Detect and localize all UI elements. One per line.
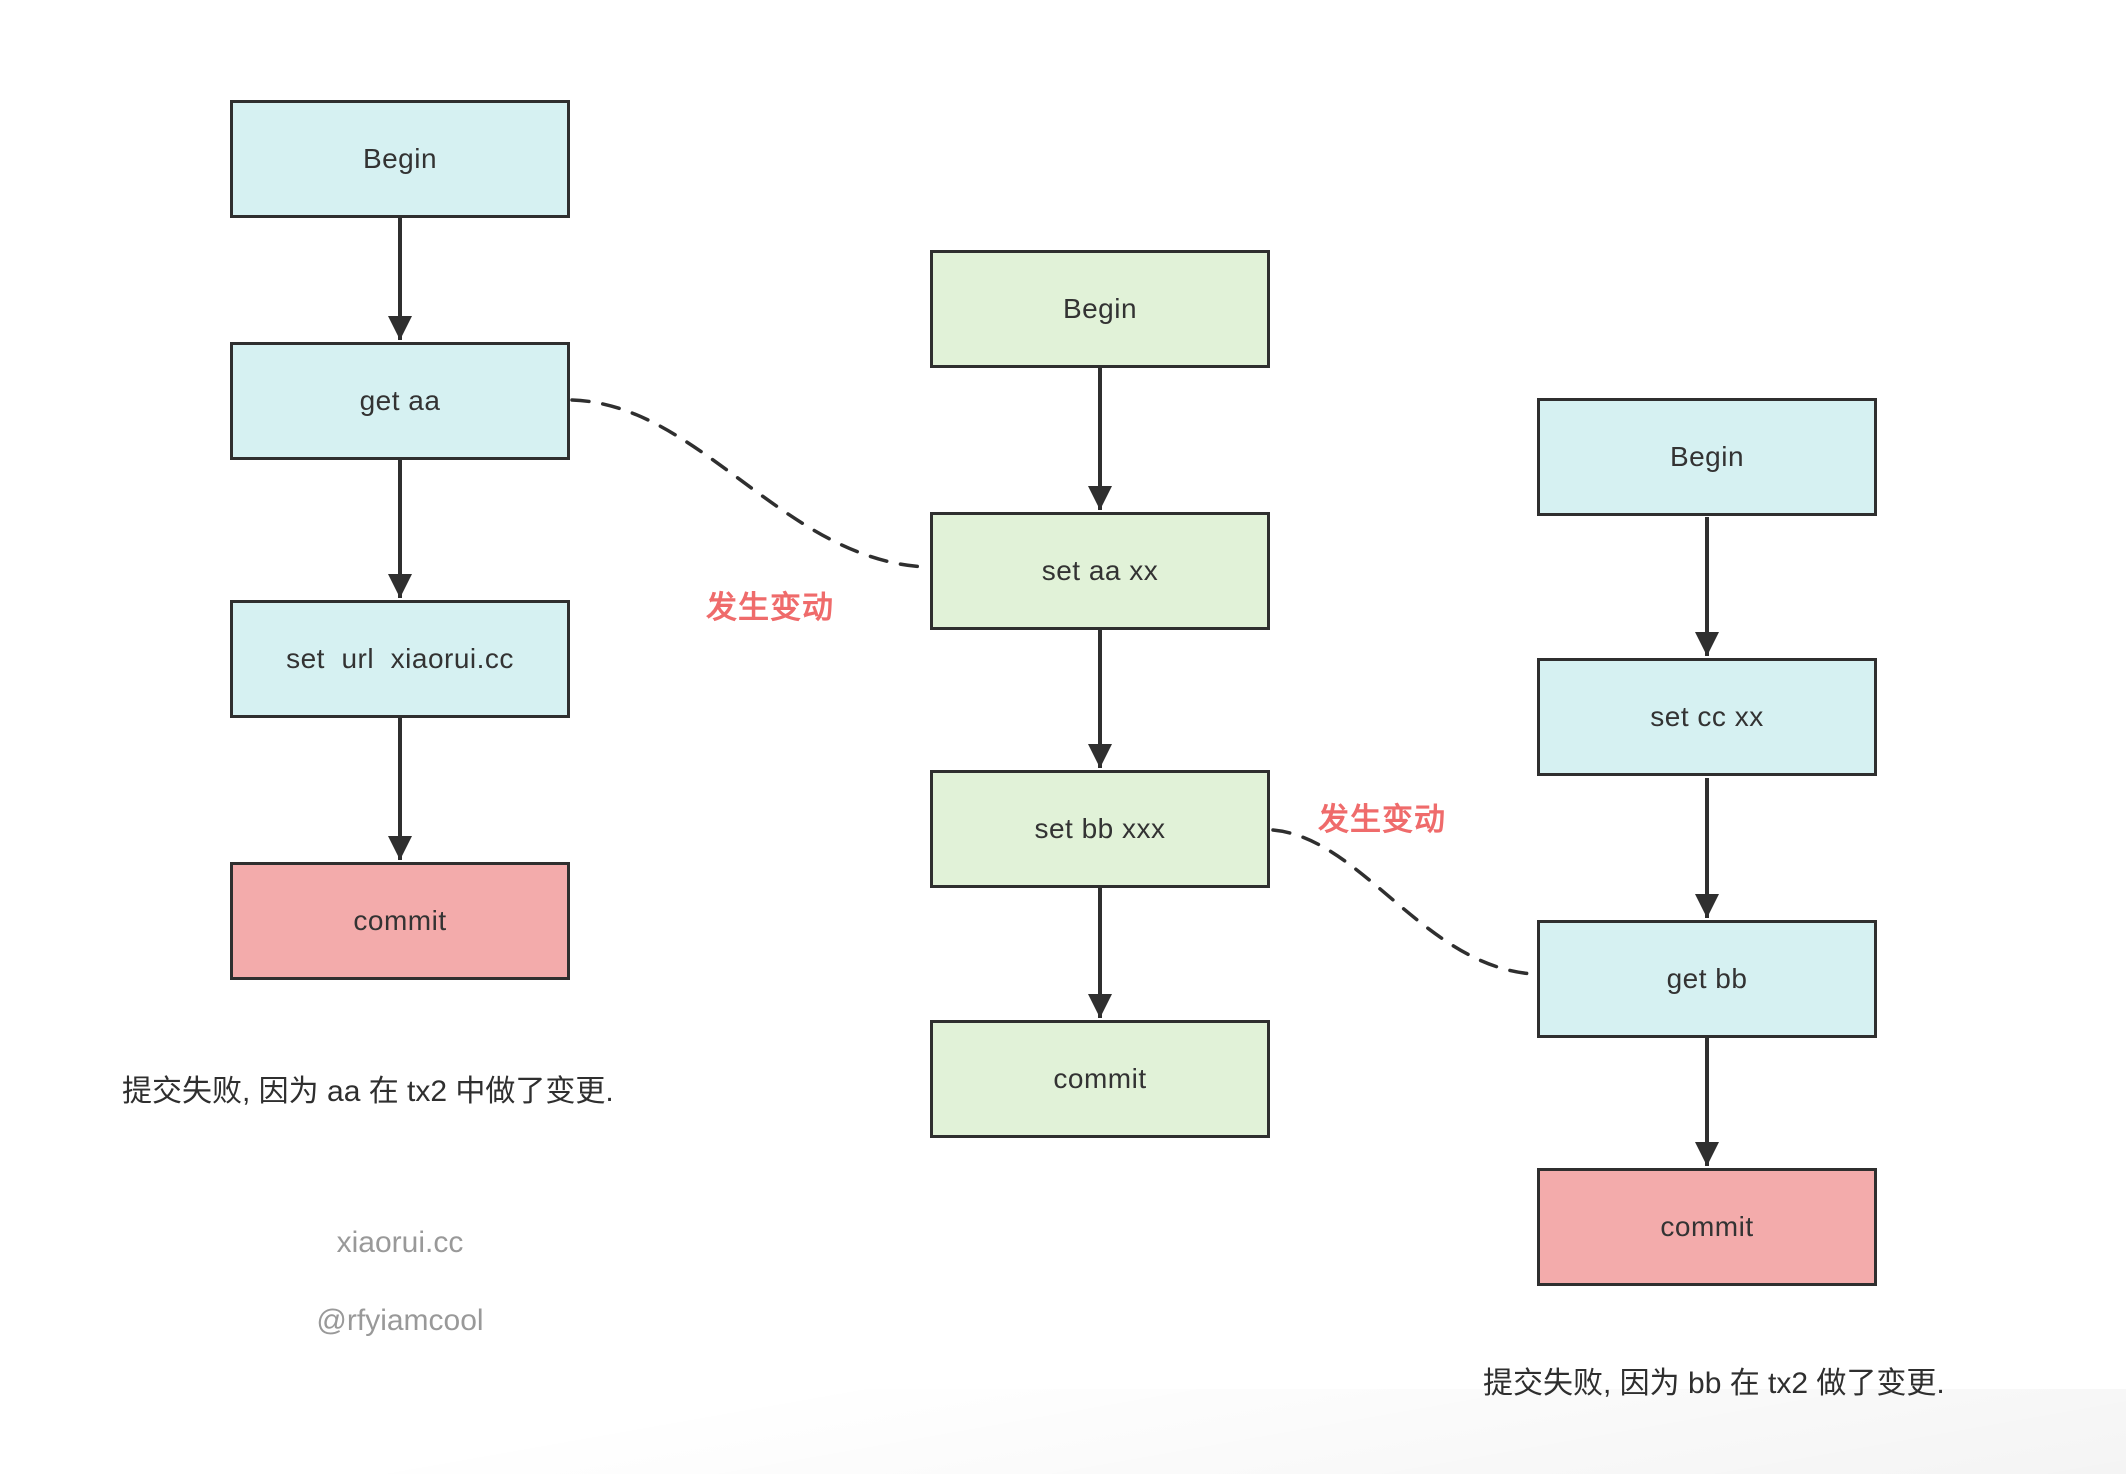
node-label: commit bbox=[1660, 1211, 1754, 1242]
node-label: set aa xx bbox=[1041, 555, 1159, 586]
flow-node-tx3-begin: Begin bbox=[1537, 398, 1877, 516]
watermark-handle: @rfyiamcool bbox=[316, 1304, 484, 1337]
node-label: set bb xxx bbox=[1034, 813, 1166, 844]
flow-node-tx1-get-aa: get aa bbox=[230, 342, 570, 460]
node-label: set url xiaorui.cc bbox=[286, 643, 514, 674]
node-label: commit bbox=[353, 905, 447, 936]
caption-tx1-failure: 提交失败, 因为 aa 在 tx2 中做了变更. bbox=[122, 1075, 614, 1108]
caption-tx3-failure: 提交失败, 因为 bb 在 tx2 做了变更. bbox=[1483, 1367, 1945, 1400]
flow-node-tx3-commit: commit bbox=[1537, 1168, 1877, 1286]
node-label: commit bbox=[1053, 1063, 1147, 1094]
node-label: Begin bbox=[362, 143, 438, 174]
node-label: Begin bbox=[1062, 293, 1138, 324]
dashed-link-setbbxxx-getbb bbox=[1271, 828, 1535, 976]
node-label: Begin bbox=[1669, 441, 1745, 472]
dashed-link-getaa-setaaxx bbox=[570, 398, 928, 569]
node-label: get aa bbox=[359, 385, 441, 416]
watermark-site: xiaorui.cc bbox=[336, 1226, 464, 1259]
node-label: set cc xx bbox=[1650, 701, 1764, 732]
change-annotation-2: 发生变动 bbox=[1318, 802, 1446, 837]
flow-node-tx1-commit: commit bbox=[230, 862, 570, 980]
flow-node-tx2-begin: Begin bbox=[930, 250, 1270, 368]
flow-node-tx3-set-cc-xx: set cc xx bbox=[1537, 658, 1877, 776]
node-label: get bb bbox=[1666, 963, 1748, 994]
flow-node-tx2-commit: commit bbox=[930, 1020, 1270, 1138]
flow-node-tx2-set-aa-xx: set aa xx bbox=[930, 512, 1270, 630]
flow-node-tx1-begin: Begin bbox=[230, 100, 570, 218]
flow-node-tx2-set-bb-xxx: set bb xxx bbox=[930, 770, 1270, 888]
change-annotation-1: 发生变动 bbox=[706, 590, 834, 625]
flow-node-tx1-set-url: set url xiaorui.cc bbox=[230, 600, 570, 718]
flow-node-tx3-get-bb: get bb bbox=[1537, 920, 1877, 1038]
